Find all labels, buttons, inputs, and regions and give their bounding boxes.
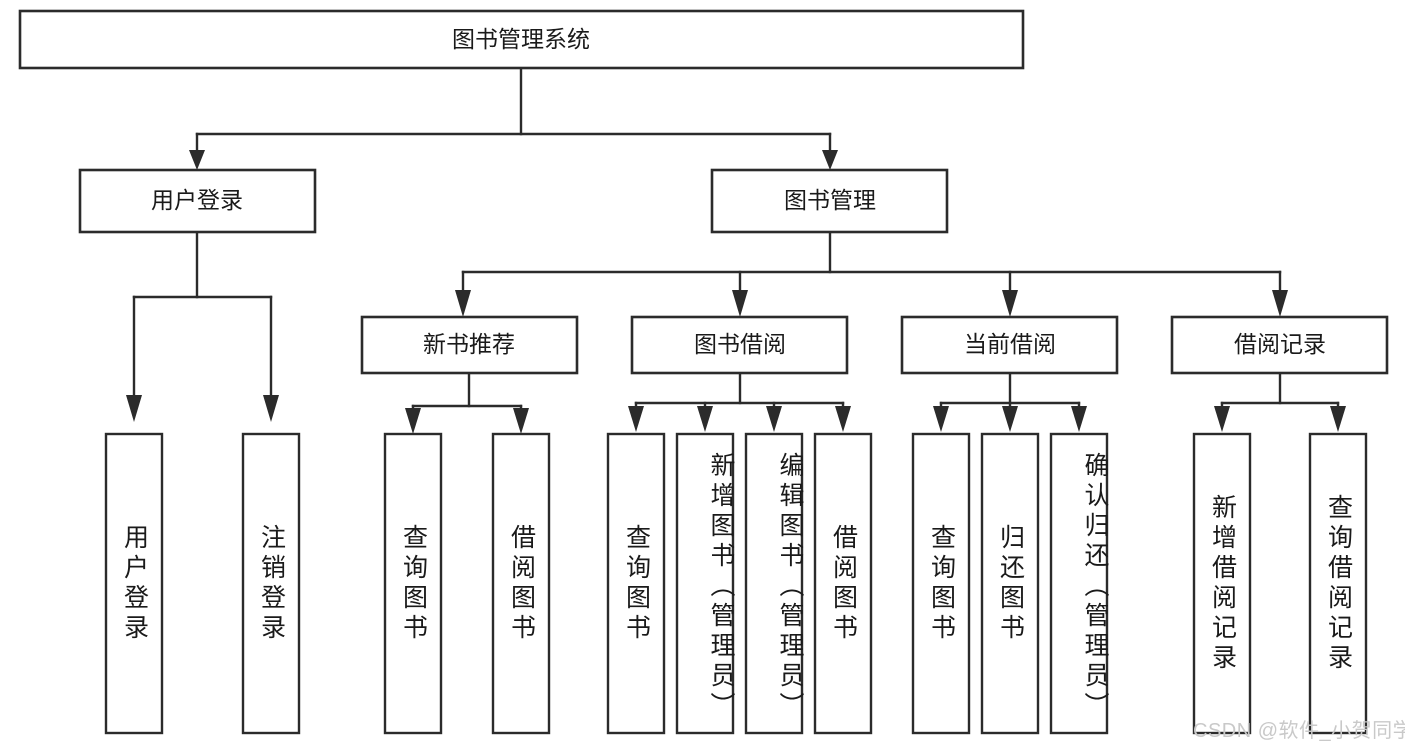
leaf-box-query-borrow-record[interactable] bbox=[1308, 432, 1368, 735]
leaf-box-edit-book-admin[interactable] bbox=[744, 432, 804, 735]
arrowhead-current-leaf-2 bbox=[1002, 406, 1018, 432]
leaf-box-query-book-3[interactable] bbox=[911, 432, 971, 735]
node-borrow-record[interactable] bbox=[1170, 315, 1389, 375]
arrowhead-newbook-leaf-2 bbox=[513, 408, 529, 434]
node-user-login-label: 用户登录 bbox=[151, 187, 243, 213]
node-user-login[interactable] bbox=[78, 168, 317, 234]
arrowhead-borrow-leaf-2 bbox=[697, 406, 713, 432]
arrowhead-borrow-leaf-3 bbox=[766, 406, 782, 432]
leaf-box-add-book-admin[interactable] bbox=[675, 432, 735, 735]
arrowhead-leaf-logout bbox=[263, 395, 279, 422]
leaf-box-query-book-1[interactable] bbox=[383, 432, 443, 735]
arrowhead-new-book bbox=[455, 290, 471, 317]
node-root-label: 图书管理系统 bbox=[452, 26, 590, 52]
connector-layer bbox=[126, 66, 1346, 434]
leaf-box-user-login[interactable] bbox=[104, 432, 164, 735]
arrowhead-borrow-leaf-4 bbox=[835, 406, 851, 432]
leaf-box-confirm-return-admin[interactable] bbox=[1049, 432, 1109, 735]
leaf-box-borrow-book-1[interactable] bbox=[491, 432, 551, 735]
arrowhead-borrow-record bbox=[1272, 290, 1288, 317]
arrowhead-leaf-user-login bbox=[126, 395, 142, 422]
node-current-borrow-label: 当前借阅 bbox=[964, 331, 1056, 357]
arrowhead-record-leaf-2 bbox=[1330, 406, 1346, 432]
node-new-book-recommend[interactable] bbox=[360, 315, 579, 375]
arrowhead-borrow-leaf-1 bbox=[628, 406, 644, 432]
node-borrow-record-label: 借阅记录 bbox=[1234, 331, 1326, 357]
node-book-management-label: 图书管理 bbox=[784, 187, 876, 213]
label-layer: 图书管理系统 用户登录 图书管理 新书推荐 图书借阅 当前借阅 借阅记录 bbox=[151, 26, 1326, 357]
node-book-borrow[interactable] bbox=[630, 315, 849, 375]
arrowhead-book-mgmt bbox=[822, 150, 838, 170]
leaf-box-add-borrow-record[interactable] bbox=[1192, 432, 1252, 735]
watermark-text: CSDN @软件_小贺同学 bbox=[1193, 720, 1405, 742]
leaf-box-logout[interactable] bbox=[241, 432, 301, 735]
leaf-box-borrow-book-2[interactable] bbox=[813, 432, 873, 735]
node-new-book-recommend-label: 新书推荐 bbox=[423, 331, 515, 357]
node-book-management[interactable] bbox=[710, 168, 949, 234]
arrowhead-newbook-leaf-1 bbox=[405, 408, 421, 434]
leaf-box-query-book-2[interactable] bbox=[606, 432, 666, 735]
arrowhead-current-leaf-3 bbox=[1071, 406, 1087, 432]
node-layer bbox=[18, 9, 1389, 735]
node-book-borrow-label: 图书借阅 bbox=[694, 331, 786, 357]
arrowhead-book-borrow bbox=[732, 290, 748, 317]
arrowhead-current-borrow bbox=[1002, 290, 1018, 317]
node-current-borrow[interactable] bbox=[900, 315, 1119, 375]
arrowhead-user-login bbox=[189, 150, 205, 170]
node-root[interactable] bbox=[18, 9, 1025, 70]
leaf-box-return-book[interactable] bbox=[980, 432, 1040, 735]
arrowhead-record-leaf-1 bbox=[1214, 406, 1230, 432]
arrowhead-current-leaf-1 bbox=[933, 406, 949, 432]
